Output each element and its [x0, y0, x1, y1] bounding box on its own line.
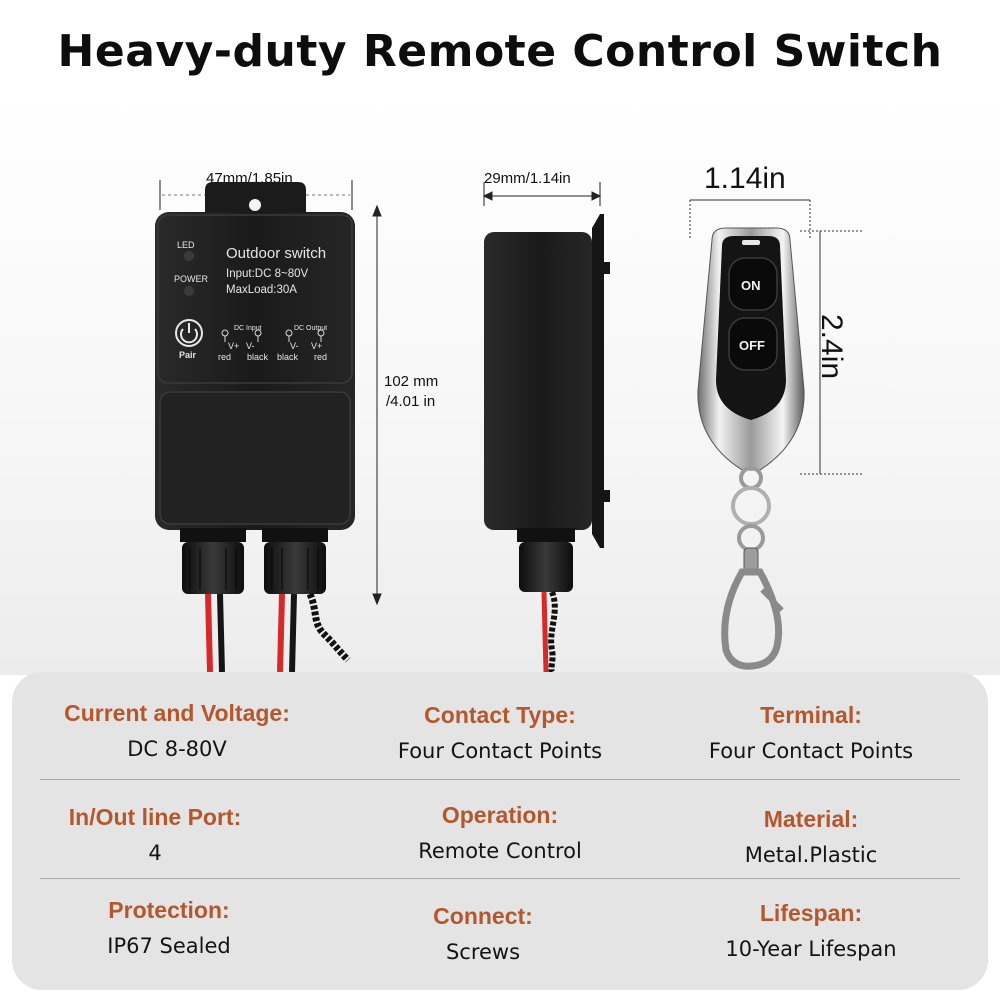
spec-terminal: Terminal: Four Contact Points — [656, 702, 966, 763]
side-depth-dimension — [482, 182, 602, 206]
spec-value: Metal.Plastic — [744, 843, 878, 867]
switch-front-view — [155, 182, 355, 673]
spec-divider-1 — [40, 779, 960, 780]
spec-label: Terminal: — [760, 702, 862, 728]
remote-control — [697, 227, 805, 670]
output-v-minus: V- — [290, 341, 299, 351]
spec-label: Contact Type: — [424, 702, 576, 728]
remote-width-label: 1.14in — [704, 162, 786, 195]
spec-contact-type: Contact Type: Four Contact Points — [345, 702, 655, 763]
spec-label: In/Out line Port: — [68, 804, 242, 830]
front-height-label-1: 102 mm — [384, 373, 439, 390]
spec-operation: Operation: Remote Control — [345, 802, 655, 863]
spec-panel — [12, 672, 988, 990]
spec-value: Screws — [445, 940, 521, 964]
front-height-dimension — [372, 204, 382, 606]
remote-height-dimension — [800, 230, 862, 475]
spec-value: Four Contact Points — [708, 739, 914, 763]
spec-protection: Protection: IP67 Sealed — [14, 897, 324, 958]
product-illustration: LED POWER Outdoor switch Input:DC 8~80V … — [155, 180, 862, 674]
remote-off-label: OFF — [739, 338, 765, 353]
spec-label: Connect: — [433, 903, 533, 929]
remote-on-label: ON — [741, 278, 761, 293]
spec-label: Operation: — [441, 802, 559, 828]
spec-label: Current and Voltage: — [64, 700, 290, 726]
spec-label: Protection: — [108, 897, 230, 923]
spec-connect: Connect: Screws — [328, 903, 638, 964]
input-black-label: black — [247, 352, 269, 362]
output-black-label: black — [277, 352, 299, 362]
input-red-label: red — [218, 352, 231, 362]
spec-current-voltage: Current and Voltage: DC 8-80V — [22, 700, 332, 761]
pair-label: Pair — [179, 350, 197, 360]
spec-divider-2 — [40, 878, 960, 879]
spec-value: Remote Control — [418, 839, 582, 863]
device-name: Outdoor switch — [226, 245, 326, 262]
front-height-label-2: /4.01 in — [386, 393, 436, 410]
spec-value: 4 — [148, 841, 162, 865]
spec-ports: In/Out line Port: 4 — [0, 804, 310, 865]
spec-value: IP67 Sealed — [107, 934, 231, 958]
dc-input-label: DC Input — [234, 325, 262, 332]
input-v-plus: V+ — [228, 341, 239, 351]
page-title: Heavy-duty Remote Control Switch — [57, 26, 943, 77]
spec-lifespan: Lifespan: 10-Year Lifespan — [656, 900, 966, 961]
spec-label: Lifespan: — [759, 900, 863, 926]
spec-material: Material: Metal.Plastic — [656, 806, 966, 867]
device-max-load: MaxLoad:30A — [226, 284, 297, 296]
power-label: POWER — [174, 274, 209, 284]
dc-output-label: DC Output — [294, 325, 327, 332]
front-width-dimension — [159, 180, 353, 210]
remote-width-dimension — [689, 199, 811, 240]
output-v-plus: V+ — [311, 341, 322, 351]
led-label: LED — [177, 240, 195, 250]
switch-side-view — [484, 214, 610, 674]
spec-label: Material: — [763, 806, 859, 832]
device-input: Input:DC 8~80V — [226, 268, 308, 280]
spec-value: DC 8-80V — [127, 737, 227, 761]
side-depth-label: 29mm/1.14in — [484, 170, 571, 187]
output-red-label: red — [314, 352, 327, 362]
input-v-minus: V- — [246, 341, 255, 351]
spec-value: Four Contact Points — [397, 739, 603, 763]
spec-value: 10-Year Lifespan — [725, 937, 897, 961]
